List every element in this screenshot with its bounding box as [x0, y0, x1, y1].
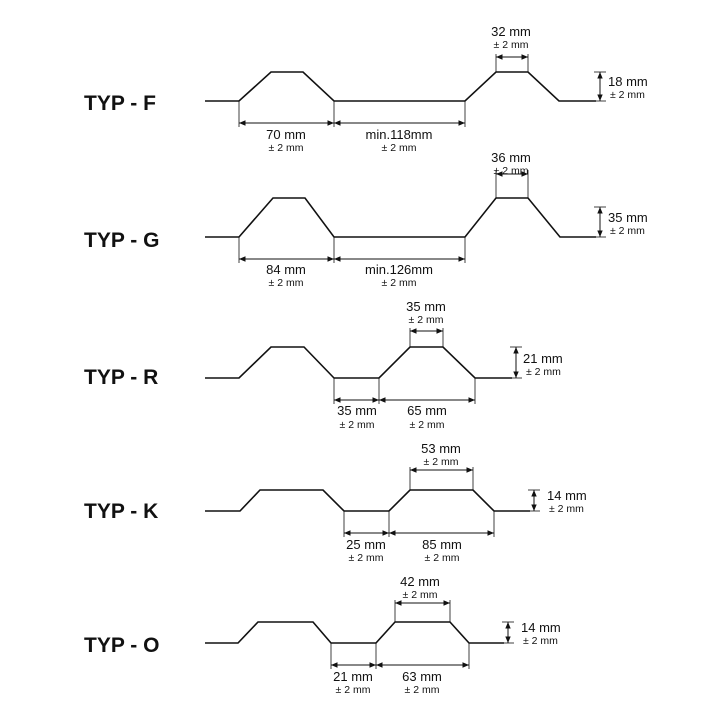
- dimension-top-width: 36 mm ± 2 mm: [491, 150, 531, 198]
- dimension-value: 18 mm: [608, 74, 648, 89]
- dimension-value: 14 mm: [547, 488, 587, 503]
- dimension-tolerance: ± 2 mm: [269, 277, 304, 289]
- dimension-gap-width: 85 mm ± 2 mm: [389, 530, 494, 564]
- dimension-value: 35 mm: [608, 210, 648, 225]
- dimension-value: 32 mm: [491, 24, 531, 39]
- dimension-tolerance: ± 2 mm: [382, 142, 417, 154]
- dimension-tolerance: ± 2 mm: [610, 89, 645, 101]
- dimension-value: 35 mm: [337, 403, 377, 418]
- dimension-value: 84 mm: [266, 262, 306, 277]
- dimension-value: 21 mm: [333, 669, 373, 684]
- dimension-height: 35 mm ± 2 mm: [594, 206, 648, 238]
- dimension-value: 21 mm: [523, 351, 563, 366]
- dimension-height: 18 mm ± 2 mm: [594, 71, 648, 102]
- dimension-bottom-width: 84 mm ± 2 mm: [238, 237, 466, 289]
- dimension-value: 85 mm: [422, 537, 462, 552]
- dimension-tolerance: ± 2 mm: [494, 165, 529, 177]
- dimension-top-width: 35 mm ± 2 mm: [406, 299, 446, 347]
- dimension-tolerance: ± 2 mm: [382, 277, 417, 289]
- profile-outline: [205, 621, 504, 644]
- dimension-tolerance: ± 2 mm: [526, 366, 561, 378]
- dimension-height: 14 mm ± 2 mm: [528, 488, 587, 515]
- dimension-tolerance: ± 2 mm: [523, 635, 558, 647]
- dimension-gap-width: min.118mm ± 2 mm: [334, 120, 465, 154]
- dimension-value: 36 mm: [491, 150, 531, 165]
- dimension-tolerance: ± 2 mm: [336, 684, 371, 696]
- profile-outline: [205, 71, 596, 102]
- profile-label: TYP - R: [84, 366, 158, 389]
- dimension-value: 70 mm: [266, 127, 306, 142]
- dimension-value: 25 mm: [346, 537, 386, 552]
- profile-label: TYP - O: [84, 634, 159, 657]
- dimension-height: 21 mm ± 2 mm: [510, 346, 563, 379]
- dimension-tolerance: ± 2 mm: [349, 552, 384, 564]
- dimension-gap-width: 63 mm ± 2 mm: [376, 662, 469, 696]
- dimension-value: min.118mm: [366, 127, 433, 142]
- dimension-height: 14 mm ± 2 mm: [502, 620, 561, 647]
- dimension-value: min.126mm: [365, 262, 433, 277]
- profile-typ-o: TYP - O 21 mm ± 2 mm 63 mm ± 2 mm 42 mm …: [84, 574, 561, 696]
- dimension-value: 14 mm: [521, 620, 561, 635]
- dimension-gap-width: min.126mm ± 2 mm: [334, 256, 465, 289]
- dimension-top-width: 32 mm ± 2 mm: [491, 24, 531, 72]
- dimension-value: 42 mm: [400, 574, 440, 589]
- dimension-tolerance: ± 2 mm: [425, 552, 460, 564]
- profile-outline: [205, 197, 596, 238]
- profile-label: TYP - K: [84, 500, 158, 523]
- dimension-tolerance: ± 2 mm: [403, 589, 438, 601]
- dimension-value: 35 mm: [406, 299, 446, 314]
- dimension-tolerance: ± 2 mm: [549, 503, 584, 515]
- dimension-tolerance: ± 2 mm: [409, 314, 444, 326]
- dimension-bottom-width: 21 mm ± 2 mm: [330, 643, 470, 696]
- dimension-tolerance: ± 2 mm: [405, 684, 440, 696]
- dimension-top-width: 42 mm ± 2 mm: [394, 574, 451, 622]
- dimension-gap-width: 65 mm ± 2 mm: [379, 397, 475, 431]
- dimension-value: 53 mm: [421, 441, 461, 456]
- dimension-bottom-width: 25 mm ± 2 mm: [343, 511, 495, 564]
- profile-typ-r: TYP - R 35 mm ± 2 mm 65 mm ± 2 mm 35 mm …: [84, 299, 563, 431]
- profile-typ-g: TYP - G 84 mm ± 2 mm min.126mm ± 2 mm 36…: [84, 150, 648, 289]
- dimension-value: 65 mm: [407, 403, 447, 418]
- dimension-tolerance: ± 2 mm: [424, 456, 459, 468]
- profile-outline: [205, 346, 512, 379]
- profile-typ-k: TYP - K 25 mm ± 2 mm 85 mm ± 2 mm 53 mm …: [84, 441, 587, 564]
- profile-label: TYP - G: [84, 229, 159, 252]
- dimension-bottom-width: 35 mm ± 2 mm: [333, 378, 476, 431]
- profile-outline: [205, 489, 530, 512]
- dimension-tolerance: ± 2 mm: [269, 142, 304, 154]
- dimension-bottom-width: 70 mm ± 2 mm: [238, 101, 466, 154]
- profile-label: TYP - F: [84, 92, 156, 115]
- dimension-value: 63 mm: [402, 669, 442, 684]
- dimension-top-width: 53 mm ± 2 mm: [409, 441, 474, 490]
- dimension-tolerance: ± 2 mm: [610, 225, 645, 237]
- dimension-tolerance: ± 2 mm: [340, 419, 375, 431]
- dimension-tolerance: ± 2 mm: [494, 39, 529, 51]
- profile-typ-f: TYP - F 70 mm ± 2 mm min.118mm ± 2 mm 32…: [84, 24, 648, 154]
- dimension-tolerance: ± 2 mm: [410, 419, 445, 431]
